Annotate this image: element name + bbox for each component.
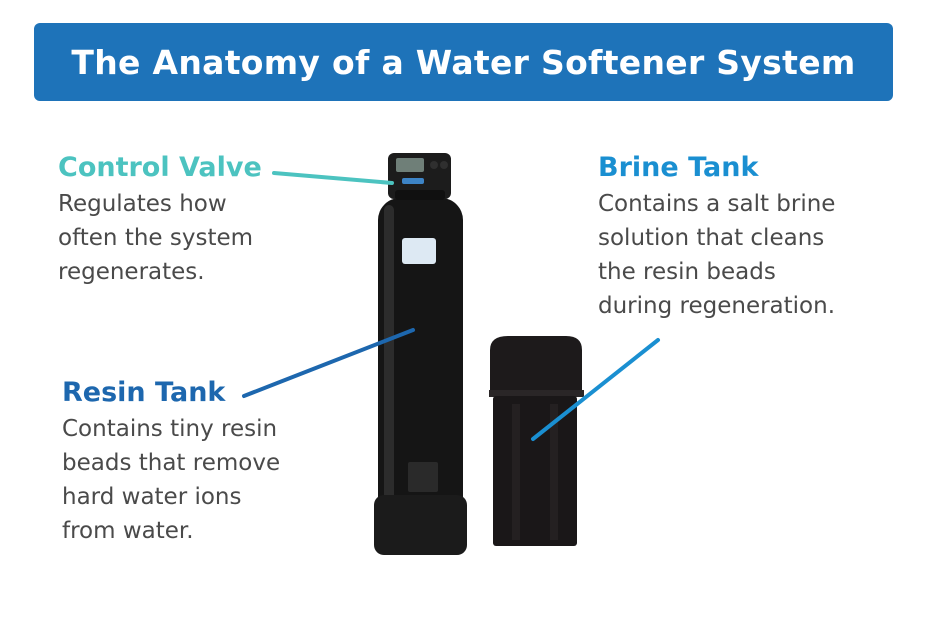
resin-tank-heading: Resin Tank xyxy=(62,377,280,408)
tank-info-sticker xyxy=(408,462,438,492)
control-valve-leader-line xyxy=(274,173,392,183)
resin-tank-callout: Resin Tank Contains tiny resin beads tha… xyxy=(62,377,280,548)
brine-tank-heading: Brine Tank xyxy=(598,152,835,183)
brine-tank-callout: Brine Tank Contains a salt brine solutio… xyxy=(598,152,835,323)
tank-label-sticker xyxy=(402,238,436,264)
brine-tank-description: Contains a salt brine solution that clea… xyxy=(598,187,835,323)
resin-tank-description: Contains tiny resin beads that remove ha… xyxy=(62,412,280,548)
brine-tank-illustration xyxy=(489,336,584,546)
control-valve-illustration xyxy=(388,153,451,200)
control-valve-callout: Control Valve Regulates how often the sy… xyxy=(58,152,262,289)
control-valve-heading: Control Valve xyxy=(58,152,262,183)
resin-tank-illustration xyxy=(374,198,467,555)
control-valve-description: Regulates how often the system regenerat… xyxy=(58,187,262,289)
